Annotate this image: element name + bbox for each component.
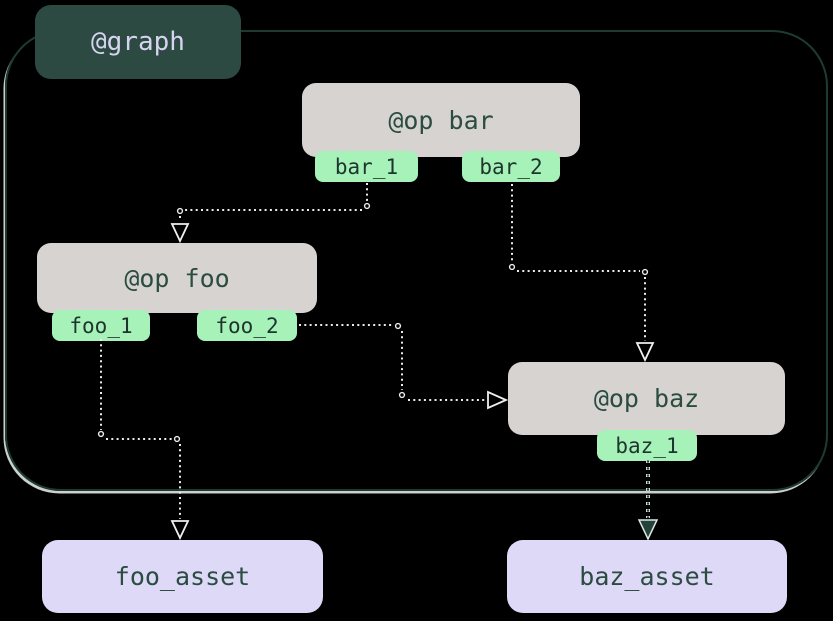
output-tag-baz-1-label: baz_1 <box>615 433 679 458</box>
graph-badge-label: @graph <box>91 27 185 57</box>
op-node-foo: @op foo <box>37 243 317 313</box>
op-node-baz: @op baz <box>508 362 785 435</box>
arrowhead-down-filled-icon <box>637 519 659 541</box>
op-node-bar-label: @op bar <box>388 105 494 135</box>
asset-node-foo-asset: foo_asset <box>42 540 323 613</box>
op-node-baz-label: @op baz <box>593 384 700 413</box>
graph-badge: @graph <box>35 5 241 79</box>
asset-node-baz-asset: baz_asset <box>507 540 787 613</box>
asset-node-baz-asset-label: baz_asset <box>579 562 715 591</box>
arrowhead-down-icon <box>170 520 190 541</box>
output-tag-baz-1: baz_1 <box>597 430 697 461</box>
graph-boundary <box>5 30 828 491</box>
output-tag-foo-1-label: foo_1 <box>69 313 133 338</box>
output-tag-foo-2-label: foo_2 <box>215 313 279 338</box>
output-tag-foo-1: foo_1 <box>52 310 150 341</box>
op-node-foo-label: @op foo <box>124 263 230 293</box>
output-tag-bar-2-label: bar_2 <box>479 154 543 179</box>
output-tag-foo-2: foo_2 <box>197 310 297 341</box>
op-node-bar: @op bar <box>302 83 580 157</box>
asset-node-foo-asset-label: foo_asset <box>114 562 251 591</box>
output-tag-bar-1-label: bar_1 <box>334 154 399 179</box>
output-tag-bar-1: bar_1 <box>315 151 418 182</box>
output-tag-bar-2: bar_2 <box>462 151 560 182</box>
